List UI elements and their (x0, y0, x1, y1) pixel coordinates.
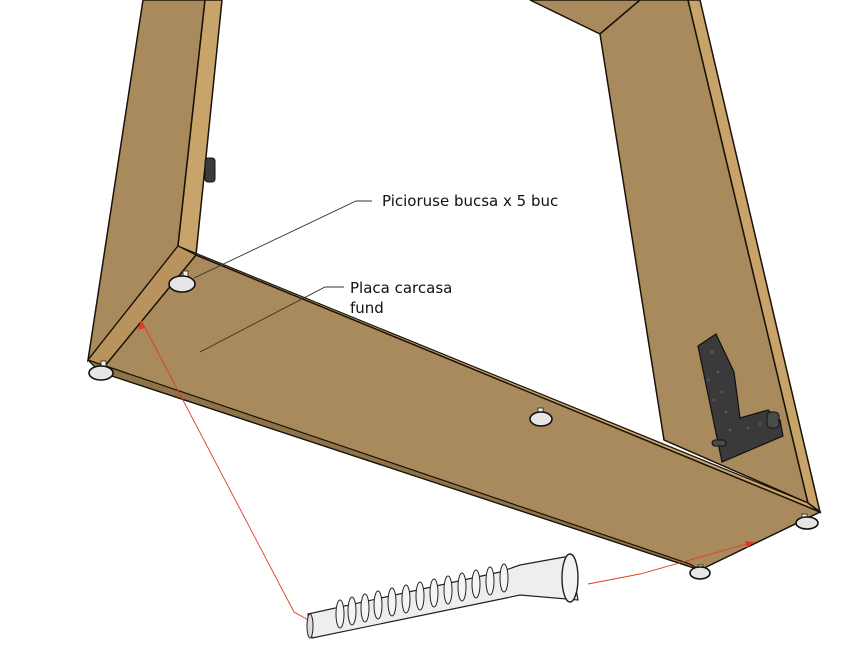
foot-icon (529, 407, 553, 427)
foot-icon (689, 564, 711, 580)
foot-icon (88, 360, 114, 381)
callout-bottom-panel-line-1: Placa carcasa (350, 279, 453, 297)
metal-bracket (697, 333, 784, 463)
bottom-panel (87, 245, 822, 571)
callout-bottom-panel-label: Placa carcasa fund (350, 278, 480, 318)
leader-line-feet (193, 200, 372, 279)
leader-lines (193, 200, 372, 353)
feet (88, 270, 819, 580)
arrow-head-icon (138, 320, 145, 330)
bolt-icon (204, 157, 216, 183)
leader-line-bottom-panel (199, 286, 344, 353)
insertion-arrows (138, 319, 755, 623)
callout-bottom-panel-line-2: fund (350, 299, 384, 317)
arrow-head-icon (745, 541, 754, 548)
screw-icon (306, 553, 579, 639)
callout-feet-label: Picioruse bucsa x 5 buc (382, 192, 559, 210)
foot-icon (168, 270, 196, 293)
foot-icon (795, 513, 819, 530)
